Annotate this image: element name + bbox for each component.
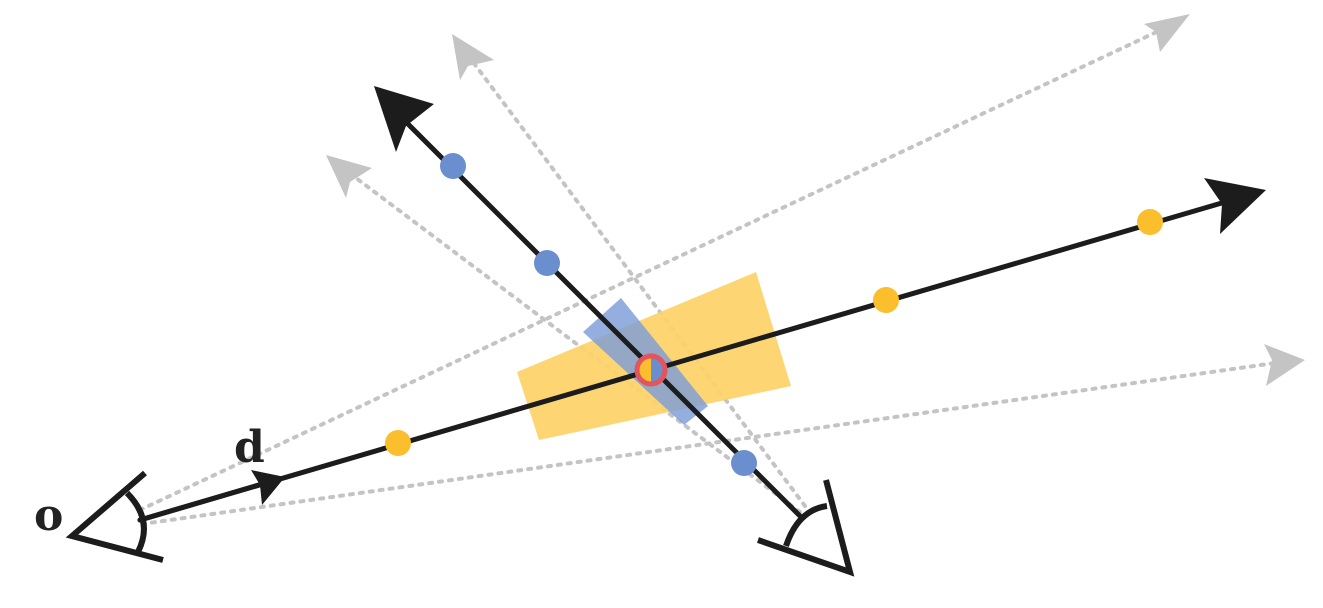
blue-sample-2 xyxy=(534,250,560,276)
camera-eye-origin-lens xyxy=(124,490,147,554)
yellow-sample-2 xyxy=(873,287,899,313)
secondary-arrowhead-1 xyxy=(1144,14,1190,52)
secondary-arrowhead-3 xyxy=(452,34,494,80)
blue-sample-3 xyxy=(731,450,757,476)
secondary-ray-4 xyxy=(346,170,802,514)
intersection-marker xyxy=(634,353,668,387)
second-ray xyxy=(395,111,805,521)
primary-ray xyxy=(137,197,1235,523)
camera-eye-second-lens xyxy=(783,503,828,548)
direction-label: d xyxy=(234,422,265,473)
secondary-ray-2 xyxy=(140,360,1284,526)
yellow-samples xyxy=(385,209,1163,456)
camera-eye-origin xyxy=(65,470,164,563)
blue-sample-1 xyxy=(440,153,466,179)
secondary-ray-1 xyxy=(138,26,1167,512)
camera-eye-second xyxy=(757,479,855,577)
camera-eye-origin-frame xyxy=(65,470,164,563)
intersection-ring xyxy=(634,353,668,387)
secondary-ray-arrowheads xyxy=(326,14,1305,386)
blue-samples xyxy=(440,153,757,476)
secondary-rays xyxy=(138,26,1284,526)
direction-arrowhead xyxy=(251,470,285,505)
secondary-ray-3 xyxy=(468,56,807,508)
secondary-arrowhead-4 xyxy=(326,155,372,198)
camera-eye-second-frame xyxy=(757,479,855,577)
direction-vector xyxy=(137,481,265,523)
origin-label: o xyxy=(34,490,63,541)
yellow-sample-1 xyxy=(385,430,411,456)
yellow-sample-3 xyxy=(1137,209,1163,235)
second-ray-arrowhead xyxy=(374,86,434,152)
primary-ray-arrowhead xyxy=(1204,178,1266,234)
secondary-arrowhead-2 xyxy=(1264,344,1305,386)
